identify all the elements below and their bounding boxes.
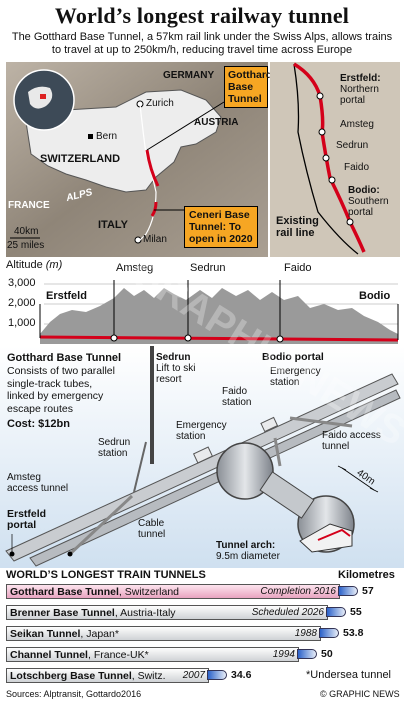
label-tunnel-arch: Tunnel arch:9.5m diameter (216, 540, 280, 562)
label-bodio-portal: Bodio portal (262, 351, 324, 363)
station-sedrun: Sedrun (190, 262, 226, 274)
tunnel-row: Seikan Tunnel, Japan* 1988 53.8 (6, 626, 402, 641)
country-germany: GERMANY (163, 70, 215, 81)
tunnel-name: Gotthard Base Tunnel, Switzerland (10, 586, 180, 598)
tunnel-row: Gotthard Base Tunnel, Switzerland Complet… (6, 584, 402, 599)
tunnel-row: Channel Tunnel, France-UK* 1994 50 (6, 647, 402, 662)
tunnel-bar: Lotschberg Base Tunnel, Switz. (6, 668, 209, 683)
ranking-heading: WORLD’S LONGEST TRAIN TUNNELS (6, 569, 206, 581)
city-bern: Bern (96, 131, 118, 142)
credit: © GRAPHIC NEWS (320, 689, 400, 699)
station-faido: Faido (284, 262, 312, 274)
gotthard-route-line (145, 149, 160, 187)
tunnel-name: Channel Tunnel, France-UK* (10, 649, 149, 661)
mountain-profile (40, 288, 398, 344)
ranking-unit: Kilometres (338, 569, 395, 581)
tunnel-status: Completion 2016 (260, 586, 336, 597)
altitude-profile: Altitude (m) 3,000 2,000 1,000 Amsteg Se… (4, 260, 400, 346)
profile-ylabel: Altitude (m) (6, 259, 63, 271)
tunnel-status: Scheduled 2026 (251, 607, 324, 618)
cross-section-left (216, 442, 274, 500)
tunnel-status: 1994 (272, 649, 295, 660)
train-icon (297, 649, 317, 659)
country-france: FRANCE (8, 200, 50, 211)
tunnel-length-value: 50 (321, 648, 333, 660)
bern-square (88, 134, 93, 139)
tunnel-name: Seikan Tunnel, Japan* (10, 628, 119, 640)
ytick-3000: 3,000 (8, 277, 36, 289)
tunnel-line (39, 335, 399, 342)
tunnel-bar: Seikan Tunnel, Japan* (6, 626, 321, 641)
tunnel-length-value: 53.8 (343, 627, 364, 639)
profile-svg (39, 280, 399, 344)
ytick-1000: 1,000 (8, 317, 36, 329)
tunnel-length-value: 57 (362, 585, 374, 597)
scale-miles: 25 miles (7, 240, 45, 251)
ytick-2000: 2,000 (8, 297, 36, 309)
tunnel-row: Brenner Base Tunnel, Austria-Italy Schedu… (6, 605, 402, 620)
tunnel-cutaway: Gotthard Base Tunnel Consists of two par… (0, 346, 404, 568)
train-icon (326, 607, 346, 617)
subtitle: The Gotthard Base Tunnel, a 57km rail li… (11, 31, 393, 56)
city-milan: Milan (143, 234, 167, 245)
inset-faido: Faido (344, 162, 370, 173)
country-austria: AUSTRIA (194, 117, 239, 128)
sources: Sources: Alptransit, Gottardo2016 (6, 689, 142, 699)
tunnel-status: 1988 (294, 628, 317, 639)
tunnel-status: 2007 (182, 670, 205, 681)
tunnel-length-value: 34.6 (231, 669, 252, 681)
train-icon (319, 628, 339, 638)
map-panel: GERMANY AUSTRIA SWITZERLAND FRANCE ITALY… (6, 62, 272, 257)
tunnel-length-value: 55 (350, 606, 362, 618)
country-italy: ITALY (98, 219, 128, 231)
east-tube (29, 389, 401, 567)
station-amsteg: Amsteg (116, 262, 154, 274)
tunnel-bar: Brenner Base Tunnel, Austria-Italy (6, 605, 328, 620)
inset-sedrun: Sedrun (336, 140, 369, 151)
milan-dot (134, 236, 142, 244)
inset-svg (270, 62, 400, 257)
tunnel-bar: Channel Tunnel, France-UK* (6, 647, 299, 662)
city-zurich: Zurich (146, 98, 174, 109)
tunnel-name: Brenner Base Tunnel, Austria-Italy (10, 607, 176, 619)
cutaway-intro: Gotthard Base Tunnel Consists of two par… (7, 352, 122, 430)
profile-erstfeld: Erstfeld (46, 290, 87, 302)
tunnel-name: Lotschberg Base Tunnel, Switz. (10, 670, 166, 682)
train-icon (338, 586, 358, 596)
profile-bodio: Bodio (359, 290, 391, 302)
ranking-chart: Gotthard Base Tunnel, Switzerland Complet… (0, 584, 404, 690)
train-icon (207, 670, 227, 680)
cutaway-svg (0, 346, 404, 568)
country-switzerland: SWITZERLAND (40, 153, 121, 165)
tunnel-bar: Gotthard Base Tunnel, Switzerland (6, 584, 340, 599)
inset-amsteg: Amsteg (340, 119, 374, 130)
scale-km: 40km (14, 226, 39, 237)
page-title: World’s longest railway tunnel (54, 3, 350, 28)
ranking-footnote: *Undersea tunnel (306, 669, 392, 681)
tunnel-row: Lotschberg Base Tunnel, Switz. 2007 34.6 (6, 668, 402, 683)
